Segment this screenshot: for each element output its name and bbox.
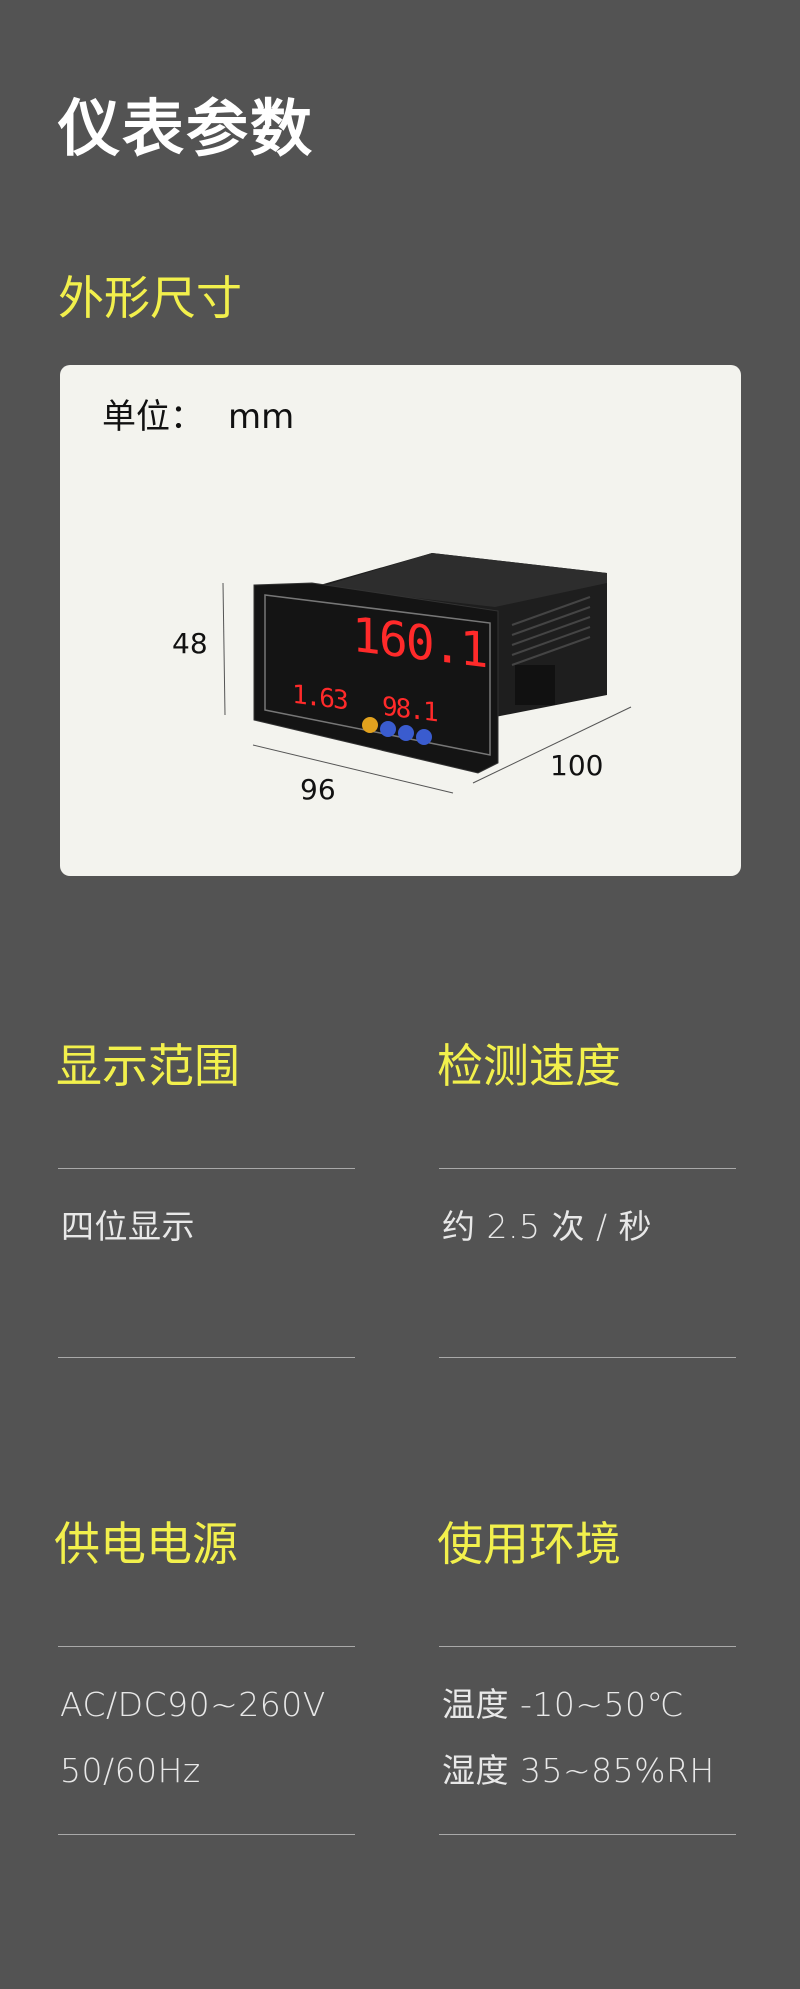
height-dim-line [222, 582, 226, 716]
dimensions-heading: 外形尺寸 [58, 271, 242, 325]
spec-heading-environment: 使用环境 [437, 1517, 621, 1571]
spec-value-power-supply-1: AC/DC90~260V [60, 1685, 326, 1724]
divider [439, 1357, 736, 1358]
spec-value-display-range: 四位显示 [61, 1207, 195, 1246]
device-buttons [362, 717, 432, 745]
divider [58, 1357, 355, 1358]
spec-value-humidity: 湿度 35~85%RH [442, 1751, 715, 1790]
device-illustration [222, 553, 632, 794]
device-mode-button-icon [362, 717, 378, 733]
divider [58, 1168, 355, 1169]
device-button-icon [416, 729, 432, 745]
divider [439, 1646, 736, 1647]
depth-label: 100 [550, 749, 604, 782]
spec-heading-detect-speed: 检测速度 [437, 1039, 621, 1093]
spec-value-power-supply-2: 50/60Hz [60, 1751, 201, 1790]
height-label: 48 [172, 627, 208, 660]
unit-value: mm [228, 397, 295, 437]
divider [439, 1168, 736, 1169]
device-front [253, 582, 499, 774]
page-title: 仪表参数 [58, 92, 315, 165]
width-dim-line [252, 744, 454, 794]
spec-heading-display-range: 显示范围 [56, 1039, 240, 1093]
depth-dim-line [472, 706, 632, 784]
divider [58, 1834, 355, 1835]
device-button-icon [398, 725, 414, 741]
divider [439, 1834, 736, 1835]
unit-label-text: 单位： [102, 397, 204, 437]
divider [58, 1646, 355, 1647]
dimensions-card: 单位：mm 160.1 1.63 98.1 48 96 100 [60, 365, 741, 876]
spec-value-detect-speed: 约 2.5 次 / 秒 [442, 1207, 653, 1246]
width-label: 96 [300, 773, 336, 806]
spec-value-temperature: 温度 -10~50℃ [442, 1685, 685, 1724]
unit-label: 单位： mm [102, 389, 294, 438]
device-button-icon [380, 721, 396, 737]
spec-heading-power-supply: 供电电源 [54, 1517, 238, 1571]
